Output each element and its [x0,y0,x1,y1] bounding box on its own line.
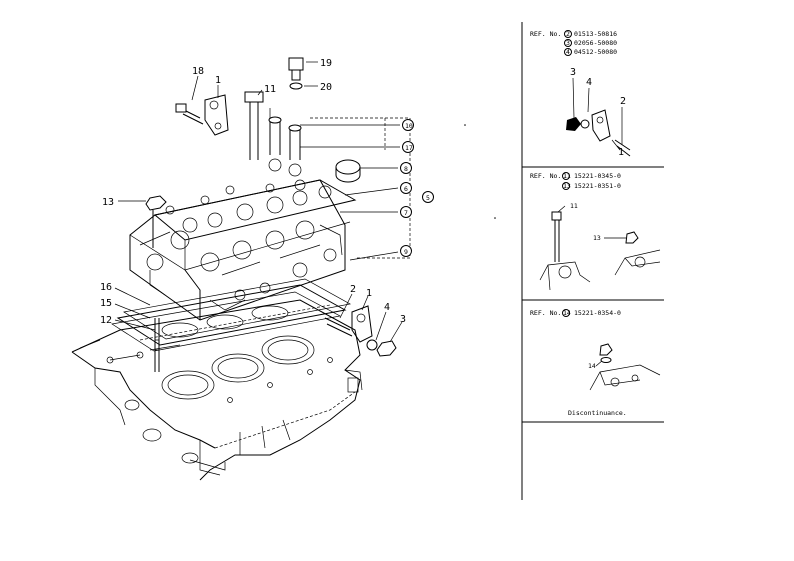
callout-3: 3 [400,314,406,325]
callout-1b: 1 [366,288,372,299]
head-gasket [111,278,352,352]
ref-label: REF. No. [530,309,561,317]
ref-label: REF. No. [530,30,561,38]
callout-7: 7 [404,209,408,217]
svg-text:4: 4 [566,48,570,56]
svg-text:3: 3 [570,67,576,78]
callout-13: 13 [102,197,114,208]
ref-code: 04512-50080 [574,48,617,56]
ref-code: 15221-0351-0 [574,182,621,190]
callout-6: 6 [404,185,408,193]
callout-8: 8 [404,165,408,173]
discontinuance-note: Discontinuance. [568,409,627,417]
svg-text:11: 11 [563,172,571,180]
svg-text:2: 2 [620,96,626,107]
ref-panel-1: REF. No. 2 01513-50816 3 02056-50080 4 0… [530,30,631,158]
callout-5: 5 [426,194,430,202]
main-callouts: 18 1 11 19 20 10 17 8 6 5 7 9 13 16 15 1… [100,58,434,326]
callout-20: 20 [320,82,332,93]
ref-panel-2: REF. No. 11 15221-0345-0 13 15221-0351-0… [530,172,661,291]
callout-18: 18 [192,66,204,77]
callout-16: 16 [100,282,112,293]
callout-10: 10 [405,122,413,130]
reference-panel [521,22,664,500]
ref-panel-3: REF. No. 14 15221-0354-0 14 Discontinuan… [530,309,661,417]
callout-11: 11 [264,84,276,95]
svg-text:13: 13 [563,182,571,190]
ref-code: 15221-0345-0 [574,172,621,180]
svg-text:1: 1 [618,147,624,158]
svg-text:13: 13 [593,234,601,242]
svg-text:14: 14 [588,362,596,370]
callout-4: 4 [384,302,390,313]
leader-lines [114,61,403,343]
ref-code: 15221-0354-0 [574,309,621,317]
svg-text:14: 14 [563,309,571,317]
callout-9: 9 [404,248,408,256]
svg-text:4: 4 [586,77,592,88]
cylinder-head [129,57,411,372]
svg-text:11: 11 [570,202,578,210]
callout-15: 15 [100,298,112,309]
callout-1: 1 [215,75,221,86]
ref-code: 01513-50816 [574,30,617,38]
engine-block [71,299,363,481]
callout-19: 19 [320,58,332,69]
ref-label: REF. No. [530,172,561,180]
svg-text:3: 3 [566,39,570,47]
callout-17: 17 [405,144,413,152]
callout-2: 2 [350,284,356,295]
svg-text:2: 2 [566,30,570,38]
callout-12: 12 [100,315,112,326]
ref-code: 02056-50080 [574,39,617,47]
